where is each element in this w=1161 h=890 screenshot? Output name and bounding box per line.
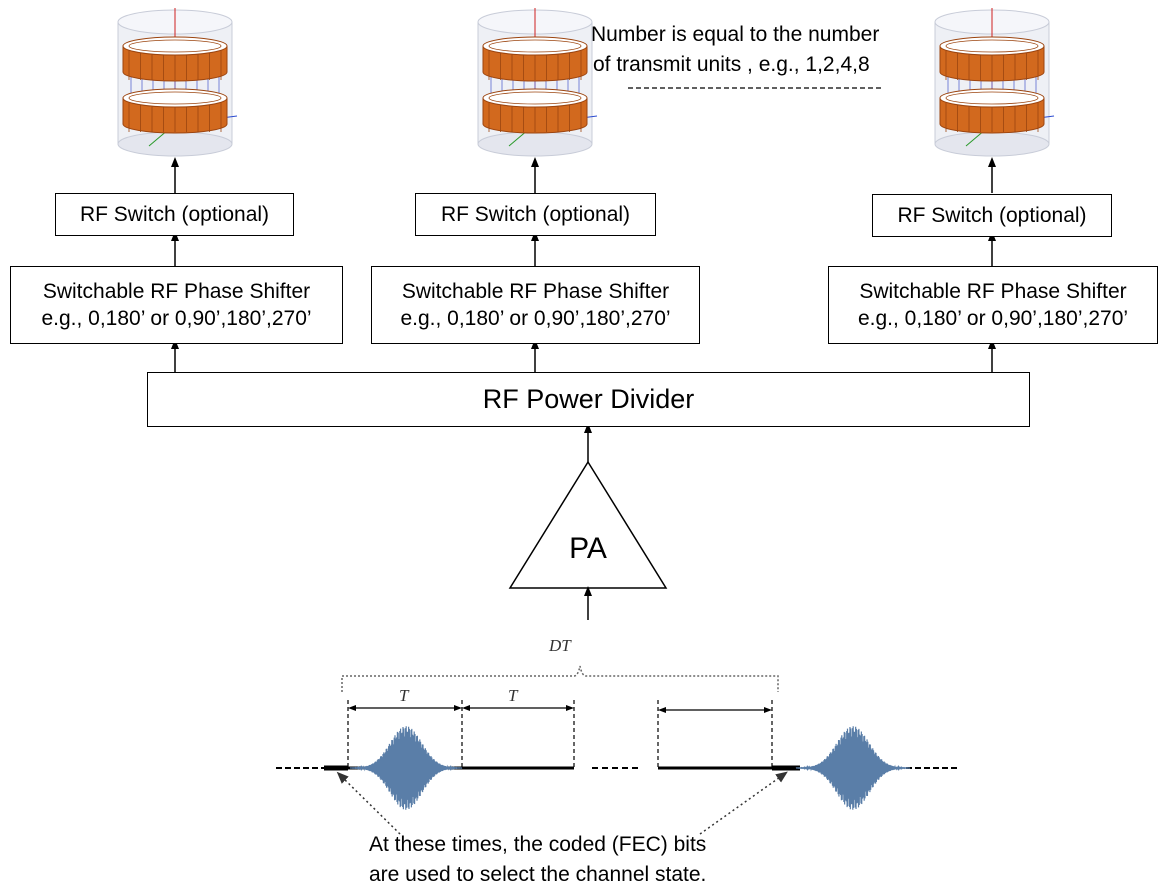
coil-illustration-2 [477, 8, 598, 157]
pa-amplifier-triangle [508, 460, 668, 589]
rf-power-divider-label: RF Power Divider [482, 384, 695, 414]
phase-shifter-box-3: Switchable RF Phase Shifter e.g., 0,180’… [828, 266, 1158, 344]
note-line-2: of transmit units , e.g., 1,2,4,8 [593, 53, 870, 76]
pulse-waveform-1 [349, 726, 463, 810]
rf-switch-label: RF Switch (optional) [897, 203, 1087, 227]
rf-switch-box-3: RF Switch (optional) [872, 194, 1112, 237]
pointer-arrow-right [699, 771, 788, 835]
rf-power-divider-box: RF Power Divider [147, 372, 1030, 427]
coil-illustration-1 [117, 8, 238, 157]
caption-line-1: At these times, the coded (FEC) bits [369, 833, 707, 856]
t-label-1: T [399, 686, 409, 705]
phase-shifter-box-1: Switchable RF Phase Shifter e.g., 0,180’… [10, 266, 343, 344]
rf-switch-label: RF Switch (optional) [440, 202, 631, 226]
caption-line-2: are used to select the channel state. [369, 863, 707, 886]
rf-switch-box-2: RF Switch (optional) [415, 193, 656, 236]
pa-label: PA [569, 532, 607, 565]
phase-shifter-title: Switchable RF Phase Shifter [401, 280, 670, 303]
phase-shifter-title: Switchable RF Phase Shifter [42, 280, 311, 303]
note-line-1: Number is equal to the number [591, 23, 880, 46]
t-label-2: T [508, 686, 518, 705]
rf-switch-label: RF Switch (optional) [79, 202, 270, 226]
caption: At these times, the coded (FEC) bits are… [369, 830, 706, 890]
rf-switch-box-1: RF Switch (optional) [55, 193, 294, 236]
phase-shifter-values: e.g., 0,180’ or 0,90’,180’,270’ [857, 307, 1129, 330]
phase-shifter-title: Switchable RF Phase Shifter [859, 280, 1127, 303]
pointer-arrow-left [336, 771, 401, 835]
phase-shifter-box-2: Switchable RF Phase Shifter e.g., 0,180’… [371, 266, 700, 344]
dt-bracket [341, 665, 779, 692]
dt-label: DT [549, 636, 571, 655]
pulse-waveform-2 [795, 726, 911, 810]
coil-illustration-3 [934, 8, 1055, 157]
phase-shifter-values: e.g., 0,180’ or 0,90’,180’,270’ [41, 307, 312, 330]
phase-shifter-values: e.g., 0,180’ or 0,90’,180’,270’ [400, 307, 671, 330]
transmit-units-note: Number is equal to the number of transmi… [591, 20, 879, 80]
